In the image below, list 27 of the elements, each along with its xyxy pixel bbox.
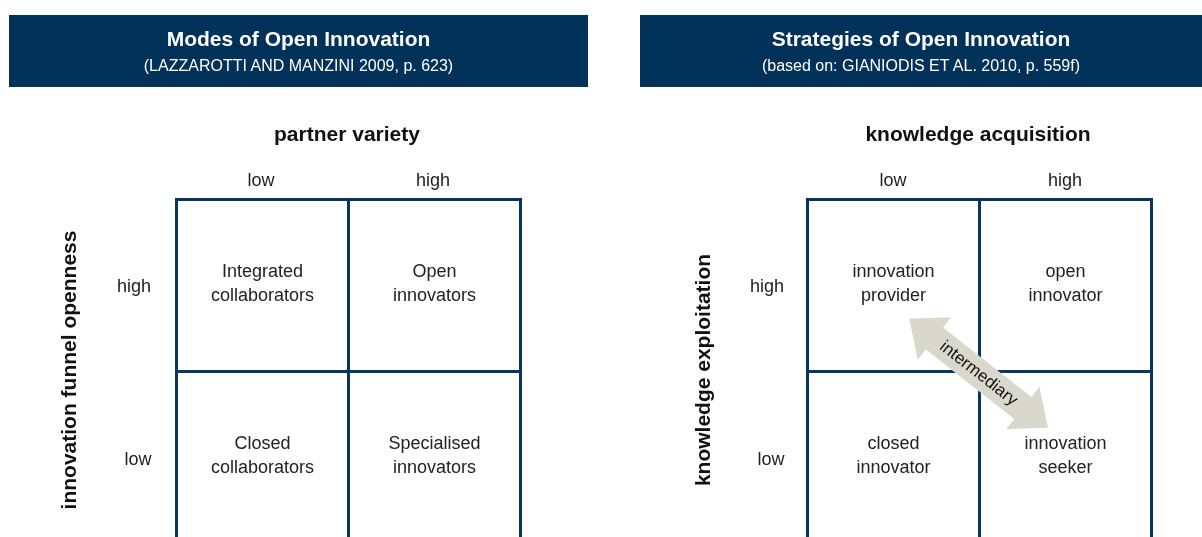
matrix-cell: [347, 198, 522, 373]
axis-tick-label: high: [117, 277, 151, 295]
axis-tick-label: low: [124, 450, 152, 468]
axis-title: knowledge exploitation: [691, 253, 713, 487]
axis-title: innovation funnel openness: [57, 230, 79, 510]
cell-text: closed innovator: [856, 431, 931, 479]
matrix-cell: [175, 198, 350, 373]
citation-text: (based on: GIANIODIS ET AL. 2010, p. 559f): [761, 56, 1081, 77]
axis-tick-label: low: [879, 171, 907, 189]
cell-text: Specialised innovators: [388, 431, 481, 479]
axis-tick-label: low: [757, 450, 785, 468]
double-arrow: [909, 317, 1048, 430]
axis-tick-label: high: [750, 277, 784, 295]
header-banner: [9, 15, 588, 87]
cell-text: Open innovators: [392, 259, 476, 307]
axis-tick-label: low: [247, 171, 275, 189]
citation-text: (LAZZAROTTI AND MANZINI 2009, p. 623): [143, 56, 454, 77]
cell-text: innovation seeker: [1024, 431, 1107, 479]
cell-text: Closed collaborators: [210, 431, 315, 479]
cell-text: innovation provider: [852, 259, 935, 307]
header-title: Strategies of Open Innovation: [771, 25, 1071, 52]
header-banner: [640, 15, 1202, 87]
header-title: Modes of Open Innovation: [166, 25, 431, 52]
axis-title: partner variety: [274, 122, 420, 144]
cell-text: open innovator: [1028, 259, 1103, 307]
axis-title: knowledge acquisition: [865, 122, 1091, 144]
cell-text: Integrated collaborators: [210, 259, 315, 307]
